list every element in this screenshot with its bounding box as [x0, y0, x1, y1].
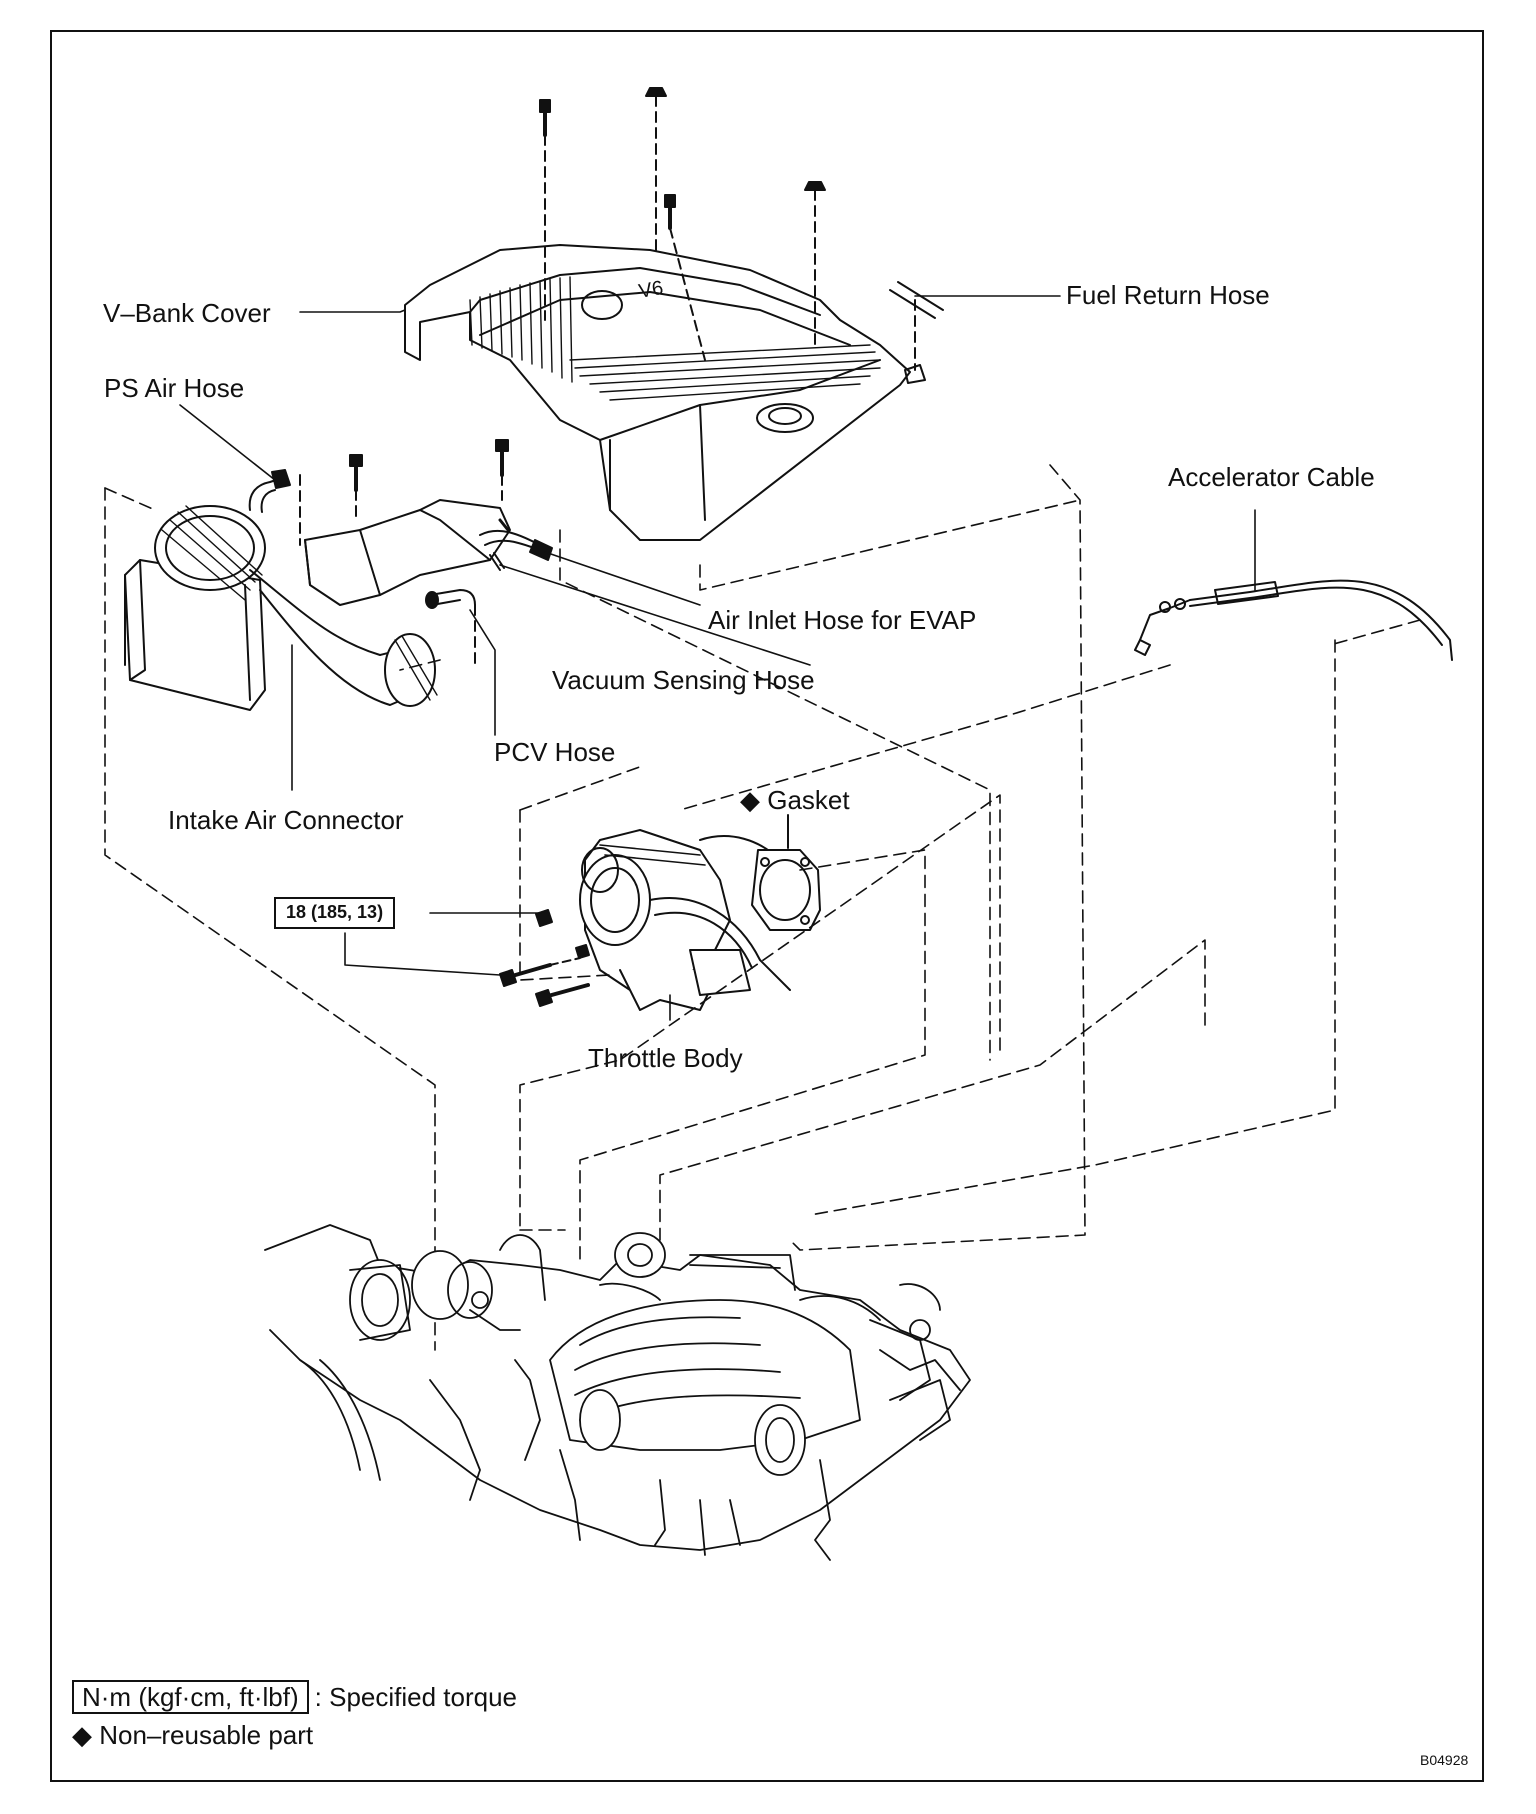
- figure-code: B04928: [1420, 1752, 1469, 1768]
- torque-spec-box: 18 (185, 13): [274, 897, 396, 929]
- nut: [804, 181, 826, 346]
- leader-torque-bolt: [344, 932, 501, 976]
- legend-torque: N·m (kgf·cm, ft·lbf): Specified torque: [72, 1680, 517, 1714]
- legend-torque-unit: N·m (kgf·cm, ft·lbf): [72, 1680, 309, 1714]
- label-intake-air-connector: Intake Air Connector: [168, 805, 404, 835]
- legend-torque-desc: : Specified torque: [314, 1682, 518, 1712]
- fuel-return-hose-part: [889, 281, 944, 384]
- gasket-part: [751, 814, 821, 931]
- leader-air-inlet-hose: [544, 551, 701, 606]
- pcv-hose-part: [425, 589, 476, 666]
- air-inlet-hose-evap-part: [479, 518, 553, 561]
- label-pcv-hose: PCV Hose: [494, 737, 616, 767]
- label-ps-air-hose: PS Air Hose: [104, 373, 245, 403]
- label-accelerator-cable: Accelerator Cable: [1168, 462, 1375, 492]
- nut: [645, 87, 667, 251]
- leader-ps-air-hose: [179, 404, 276, 481]
- intake-air-connector-part: [124, 505, 438, 711]
- cover-fasteners: [539, 87, 826, 361]
- throttle-body-fasteners: [499, 909, 590, 1007]
- label-vacuum-sensing-hose: Vacuum Sensing Hose: [552, 665, 815, 695]
- ps-air-hose-part: [248, 469, 301, 546]
- phantom-lines: [104, 464, 1421, 1351]
- throttle-body-part: [579, 829, 791, 1011]
- leader-lines: [179, 295, 1256, 1021]
- diagram-frame: [50, 30, 1484, 1782]
- bolt: [539, 99, 551, 321]
- label-fuel-return-hose: Fuel Return Hose: [1066, 280, 1270, 310]
- label-v-bank-cover: V–Bank Cover: [103, 298, 271, 328]
- label-air-inlet-hose-evap: Air Inlet Hose for EVAP: [708, 605, 977, 635]
- leader-vacuum-sensing-hose: [499, 564, 811, 666]
- engine-assembly: [264, 1224, 971, 1561]
- legend-non-reusable: ◆ Non–reusable part: [72, 1720, 314, 1750]
- bolt: [664, 194, 706, 361]
- label-gasket: ◆ Gasket: [740, 785, 850, 815]
- label-throttle-body: Throttle Body: [588, 1043, 743, 1073]
- accelerator-cable-part: [1134, 579, 1453, 661]
- leader-pcv-hose: [469, 609, 496, 736]
- svg-text:V6: V6: [637, 277, 665, 303]
- resonator-part: [304, 439, 511, 606]
- v-bank-cover-part: V6: [404, 244, 911, 541]
- leader-v-bank-cover: [299, 309, 406, 313]
